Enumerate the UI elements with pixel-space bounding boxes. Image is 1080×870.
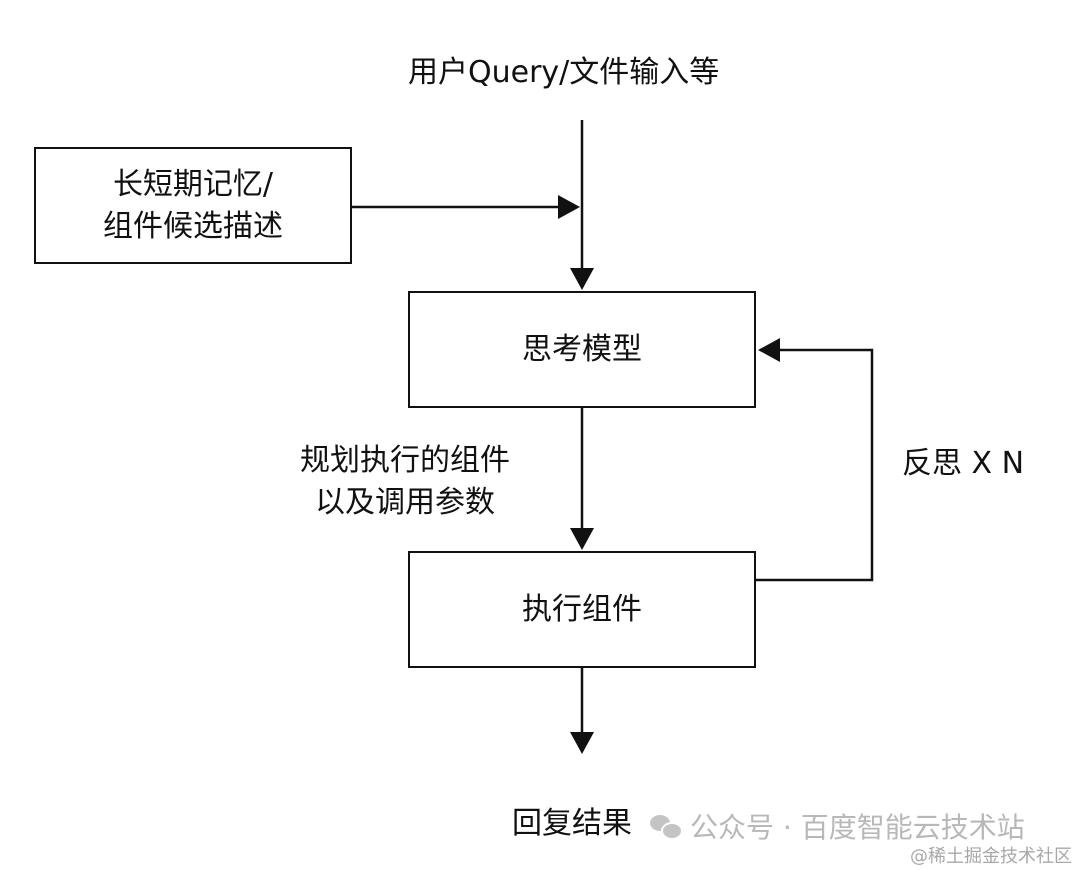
watermark-text: 公众号 · 百度智能云技术站 [690, 811, 1025, 844]
reflect-arrowhead [758, 338, 780, 362]
plan-label-line1: 规划执行的组件 [300, 443, 510, 478]
output-arrowhead [570, 732, 594, 754]
memory-box-line2: 组件候选描述 [103, 208, 283, 244]
execute-label: 执行组件 [522, 591, 642, 627]
execute-box: 执行组件 [408, 551, 756, 668]
plan-arrowhead [570, 528, 594, 550]
memory-arrowhead [558, 195, 580, 219]
credit-text: @稀土掘金技术社区 [910, 846, 1072, 867]
memory-box: 长短期记忆/ 组件候选描述 [34, 147, 352, 264]
reflect-label: 反思 X N [902, 446, 1025, 481]
plan-label: 规划执行的组件 以及调用参数 [280, 440, 530, 524]
input-arrowhead [570, 268, 594, 290]
output-label: 回复结果 [512, 806, 632, 841]
input-label: 用户Query/文件输入等 [408, 55, 720, 90]
wechat-icon [650, 813, 683, 840]
reflect-loop [756, 348, 874, 582]
plan-label-line2: 以及调用参数 [315, 485, 495, 520]
watermark: 公众号 · 百度智能云技术站 [650, 806, 1025, 846]
thinking-model-label: 思考模型 [522, 331, 642, 367]
memory-box-line1: 长短期记忆/ [112, 166, 274, 202]
thinking-model-box: 思考模型 [408, 291, 756, 408]
